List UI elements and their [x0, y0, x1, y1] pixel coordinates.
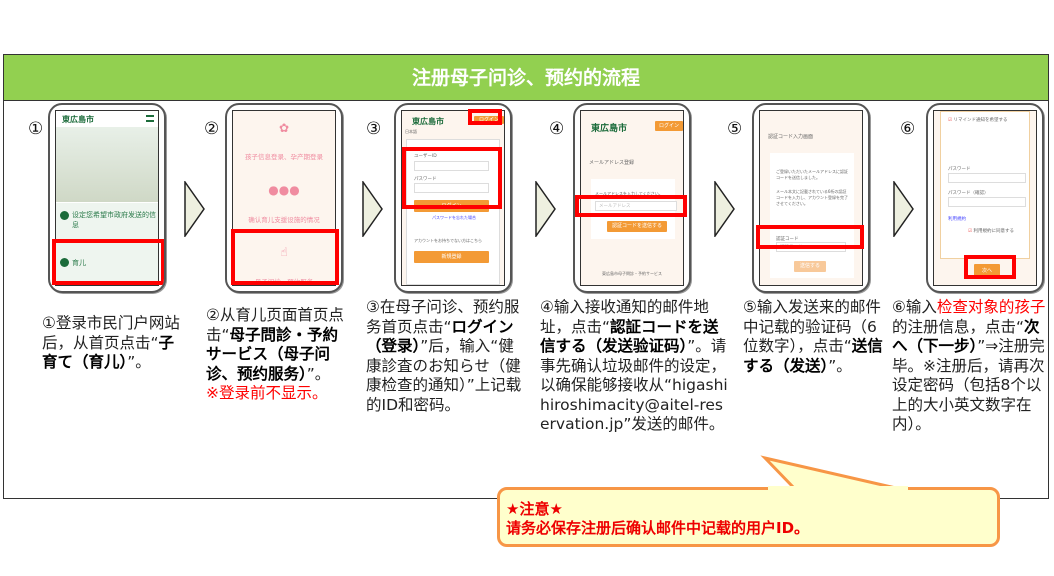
step-number: ③: [366, 119, 382, 139]
step-4-description: ④输入接收通知的邮件地址，点击“認証コードを送信する（发送验证码）”。请事先确认…: [540, 298, 728, 433]
phone-screenshot-6: ☑ リマインド通知を希望する パスワード パスワード（確認） 利用規約 ☑ 利用…: [926, 103, 1044, 293]
code-label: 認証コード: [776, 237, 799, 242]
thumbs-up-icon: ☝: [280, 245, 288, 259]
step-number: ②: [204, 119, 220, 139]
phone-screenshot-5: 認証コード入力画面 ご登録いただいたメールアドレスに認証コードを送信しました。 …: [752, 103, 870, 293]
password-label: パスワード: [414, 177, 437, 182]
menu-item[interactable]: 孩子信息登录、孕产期登录: [245, 153, 323, 161]
phone-screenshot-2: ✿ 孩子信息登录、孕产期登录 ●●● 确认育儿支援设施的情况 ☝ 母子问诊、预约…: [225, 103, 343, 293]
step-6-description: ⑥输入检查对象的孩子的注册信息，点击“次へ（下一步）”⇒注册完毕。※注册后，请再…: [892, 298, 1046, 433]
highlight-box: [402, 147, 502, 209]
logo: 東広島市: [412, 117, 444, 126]
terms-link[interactable]: 利用規約: [948, 217, 966, 222]
phone-screenshot-4: 東広島市 ログイン メールアドレス登録 メールアドレスを入力してください。 メー…: [573, 103, 691, 293]
childcare-icon: [60, 258, 69, 267]
screen-heading: 認証コード入力画面: [768, 134, 814, 140]
step-number: ⑥: [900, 119, 916, 139]
step-number: ④: [549, 119, 565, 139]
login-button[interactable]: ログイン: [474, 116, 504, 124]
agree-checkbox[interactable]: ☑ 利用規約に同意する: [968, 229, 1014, 234]
step-3-description: ③在母子问诊、预约服务首页点击“ログイン（登录）”后，输入“健康診査のお知らせ（…: [366, 298, 522, 414]
step-number: ⑤: [727, 119, 743, 139]
topic-childcare[interactable]: 育儿: [72, 259, 86, 267]
no-account-text: アカウントをお持ちでない方はこちら: [414, 238, 482, 243]
city-illustration: [56, 127, 158, 202]
message-text: メール本文に記載されている6桁の認証コードを入力し、アカウント登録を完了させてく…: [776, 189, 848, 206]
user-id-label: ユーザーID: [414, 154, 437, 159]
logo: 東広島市: [591, 124, 628, 134]
password-input[interactable]: [414, 183, 489, 193]
phone-screenshot-1: 東広島市 设定您希望市政府发送的信息 育儿: [48, 103, 166, 293]
message-text: ご登録いただいたメールアドレスに認証コードを送信しました。: [776, 169, 848, 180]
password-input[interactable]: [948, 173, 1026, 183]
menu-icon: [146, 115, 154, 122]
people-icon: ●●●: [268, 183, 300, 197]
send-code-button[interactable]: 認証コードを送信する: [607, 221, 667, 232]
highlight-box: [468, 109, 502, 125]
user-id-input[interactable]: [414, 161, 489, 171]
register-button[interactable]: 新規登録: [414, 251, 489, 263]
step-5-description: ⑤输入发送来的邮件中记载的验证码（6位数字），点击“送信する（发送）”。: [743, 298, 883, 375]
login-button[interactable]: ログイン: [655, 121, 683, 131]
password-confirm-label: パスワード（確認）: [948, 191, 989, 196]
gear-icon: ✿: [278, 121, 290, 135]
screen-heading: メールアドレス登録: [589, 160, 635, 166]
password-label: パスワード: [948, 167, 971, 172]
menu-item[interactable]: 确认育儿支援设施的情况: [248, 216, 320, 224]
forgot-password-link[interactable]: パスワードを忘れた場合: [432, 215, 476, 220]
send-button[interactable]: 送信する: [794, 261, 826, 272]
email-input[interactable]: メールアドレス: [595, 201, 677, 211]
next-button[interactable]: 次へ: [974, 264, 1000, 278]
topic-label: 设定您希望市政府发送的信息: [72, 211, 156, 229]
notification-icon: [60, 211, 69, 220]
notice-title: ★注意★: [506, 500, 563, 518]
step-1-description: ①登录市民门户网站后，从首页点击“子育て（育儿）”。: [42, 314, 180, 371]
notice-callout: ★注意★ 请务必保存注册后确认邮件中记载的用户ID。: [497, 487, 1000, 547]
flow-panel: 注册母子问诊、预约的流程 ① ② ③ ④ ⑤ ⑥ 東広島市 设定您希望市政府发送…: [3, 54, 1049, 499]
remind-checkbox[interactable]: ☑ リマインド通知を希望する: [948, 118, 1008, 123]
highlight-box: [52, 239, 164, 285]
highlight-box: [231, 229, 339, 285]
step-number: ①: [28, 119, 44, 139]
step-2-description: ②从育儿页面首页点击“母子問診・予約サービス（母子问诊、预约服务）”。※登录前不…: [206, 306, 344, 402]
email-prompt: メールアドレスを入力してください。: [595, 191, 663, 196]
highlight-box: [756, 225, 864, 249]
logo: 東広島市: [62, 115, 94, 124]
notice-text: 请务必保存注册后确认邮件中记载的用户ID。: [506, 519, 810, 537]
highlight-box: [964, 255, 1016, 279]
highlight-box: [575, 195, 687, 217]
password-confirm-input[interactable]: [948, 197, 1026, 207]
language-select[interactable]: 日本語: [405, 129, 417, 134]
page-title: 注册母子问诊、预约的流程: [4, 55, 1048, 101]
footer-text: 東広島市母子問診・予約サービス: [602, 271, 662, 276]
phone-screenshot-3: 東広島市 ログイン 日本語 ユーザーID パスワード ログイン パスワードを忘れ…: [394, 103, 512, 293]
